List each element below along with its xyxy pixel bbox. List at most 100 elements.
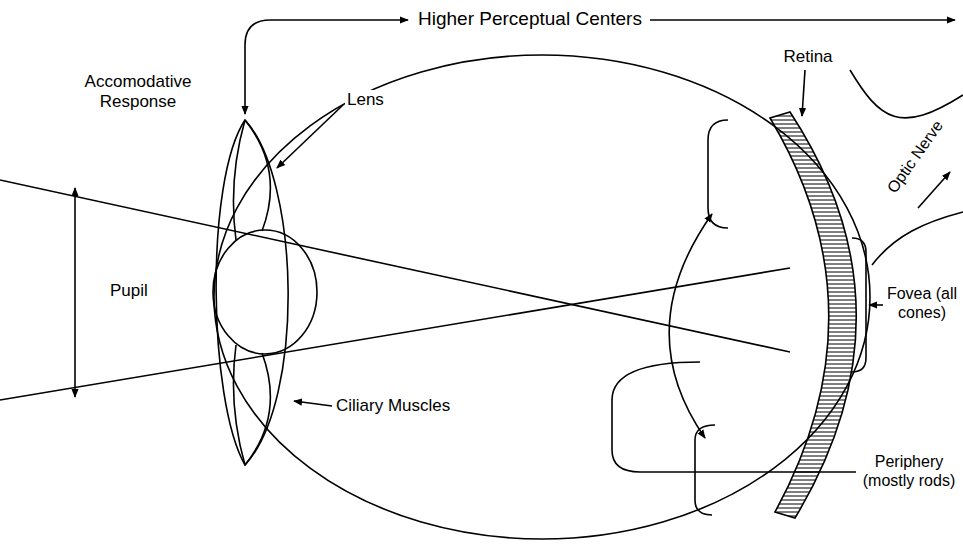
hatch-line [760,188,880,189]
hatch-line [760,212,880,213]
hatch-line [760,316,880,317]
hatch-line [760,516,880,517]
hatch-line [760,332,880,333]
hatch-line [760,428,880,429]
hatch-line [760,384,880,385]
light-ray [0,180,790,352]
hatch-line [760,216,880,217]
retina-band [770,112,856,518]
hatch-line [760,124,880,125]
hatch-line [760,308,880,309]
ciliary-muscle-lower [233,345,270,465]
hatch-line [760,232,880,233]
hatch-line [760,420,880,421]
hatch-line [760,448,880,449]
output-arrow [650,19,955,21]
part-label: Periphery (mostly rods) [859,452,959,490]
hatch-line [760,496,880,497]
hatch-line [760,292,880,293]
pupil-arrow [74,188,76,397]
hatch-line [760,152,880,153]
hatch-line [760,328,880,329]
hatch-line [760,320,880,321]
hatch-line [760,180,880,181]
hatch-line [760,336,880,337]
hatch-line [760,256,880,257]
hatch-line [760,288,880,289]
signal-label: Higher Perceptual Centers [414,8,646,31]
part-label: Lens [345,90,393,110]
hatch-line [760,352,880,353]
hatch-line [760,248,880,249]
hatch-line [760,136,880,137]
hatch-line [760,168,880,169]
part-label: Ciliary Muscles [334,396,468,416]
hatch-line [760,272,880,273]
hatch-line [760,144,880,145]
hatch-line [760,424,880,425]
hatch-line [760,228,880,229]
hatch-line [760,356,880,357]
hatch-line [760,252,880,253]
hatch-line [760,444,880,445]
optic-nerve-outline [872,212,963,265]
hatch-line [760,520,880,521]
hatch-line [760,284,880,285]
hatch-line [760,264,880,265]
hatch-line [760,208,880,209]
part-label: Pupil [108,281,160,301]
part-label: Optic Nerve [878,110,951,203]
leader-arrow [802,70,805,116]
hatch-line [760,492,880,493]
hatch-line [760,432,880,433]
hatch-line [760,436,880,437]
hatch-line [760,108,880,109]
leader-arrow [294,401,332,406]
hatch-line [760,440,880,441]
leader-arrow [869,304,883,306]
pupil-outline [213,230,317,354]
hatch-line [760,172,880,173]
hatch-line [760,324,880,325]
hatch-line [760,220,880,221]
hatch-line [760,276,880,277]
lens-outline [216,120,288,465]
part-label: Retina [776,47,840,67]
hatch-line [760,280,880,281]
hatch-line [760,160,880,161]
hatch-line [760,500,880,501]
optic-nerve-outline [850,70,963,118]
hatch-line [760,304,880,305]
hatch-line [760,224,880,225]
hatch-line [760,388,880,389]
hatch-line [760,300,880,301]
periphery-bracket [708,120,728,228]
scan-arrow [669,214,712,438]
periphery-leader [612,362,856,472]
hatch-line [760,184,880,185]
feedback-arrow [245,20,408,114]
hatch-line [760,376,880,377]
hatch-line [760,400,880,401]
eyeball-outline [214,55,870,539]
light-ray [0,268,790,400]
hatch-line [760,204,880,205]
signal-arrow [918,172,950,208]
hatch-line [760,416,880,417]
hatch-line [760,364,880,365]
hatch-line [760,340,880,341]
hatch-line [760,372,880,373]
hatch-line [760,128,880,129]
hatch-line [760,412,880,413]
hatch-line [760,176,880,177]
hatch-line [760,140,880,141]
hatch-line [760,120,880,121]
periphery-bracket [695,425,715,515]
hatch-line [760,156,880,157]
hatch-line [760,360,880,361]
hatch-line [760,296,880,297]
hatch-line [760,192,880,193]
hatch-line [760,268,880,269]
fovea-bracket [852,238,866,372]
hatch-line [760,196,880,197]
